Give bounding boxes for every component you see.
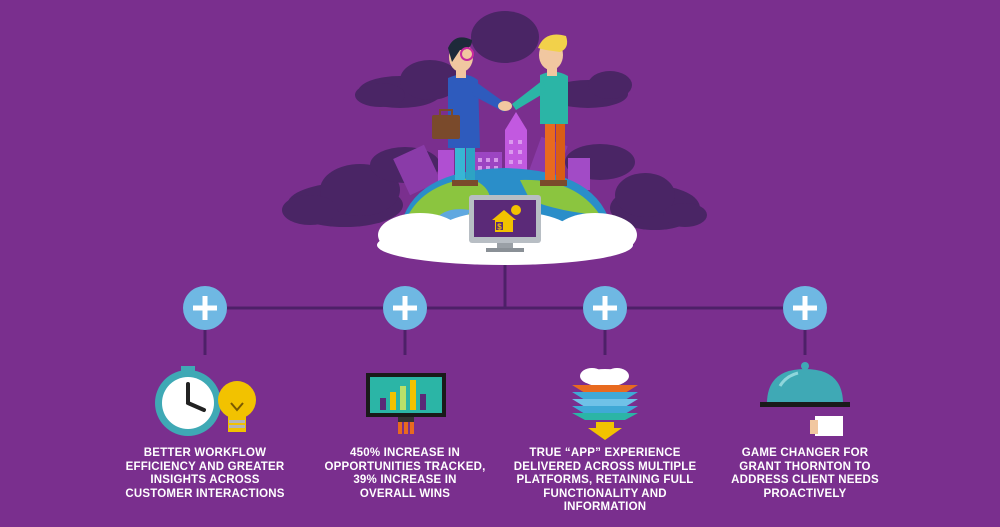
- connector-lines: [203, 265, 807, 355]
- benefit-caption-2: 450% INCREASE IN OPPORTUNITIES TRACKED, …: [324, 447, 486, 500]
- person-right: [498, 34, 568, 186]
- benefit-caption-1: BETTER WORKFLOW EFFICIENCY AND GREATER I…: [125, 447, 285, 500]
- plus-circle-3: [583, 286, 627, 330]
- cloud-right-lower: [610, 173, 707, 230]
- bar-chart-monitor-icon: [366, 373, 446, 434]
- cloud-layers-download-icon: [572, 368, 638, 440]
- cloud-speech-bubble: [471, 11, 539, 63]
- serving-cloche-icon: [760, 362, 850, 436]
- svg-text:$: $: [497, 223, 502, 232]
- handshake-illustration: [432, 34, 568, 186]
- plus-circle-2: [383, 286, 427, 330]
- plus-circle-1: [183, 286, 227, 330]
- plus-circle-4: [783, 286, 827, 330]
- stopwatch-lightbulb-icon: [155, 366, 256, 436]
- benefit-caption-3: TRUE “APP” EXPERIENCE DELIVERED ACROSS M…: [513, 447, 697, 513]
- cloud-left-upper: [355, 60, 460, 108]
- monitor-house-icon: $: [469, 195, 541, 252]
- benefit-caption-4: GAME CHANGER FOR GRANT THORNTON TO ADDRE…: [731, 447, 879, 500]
